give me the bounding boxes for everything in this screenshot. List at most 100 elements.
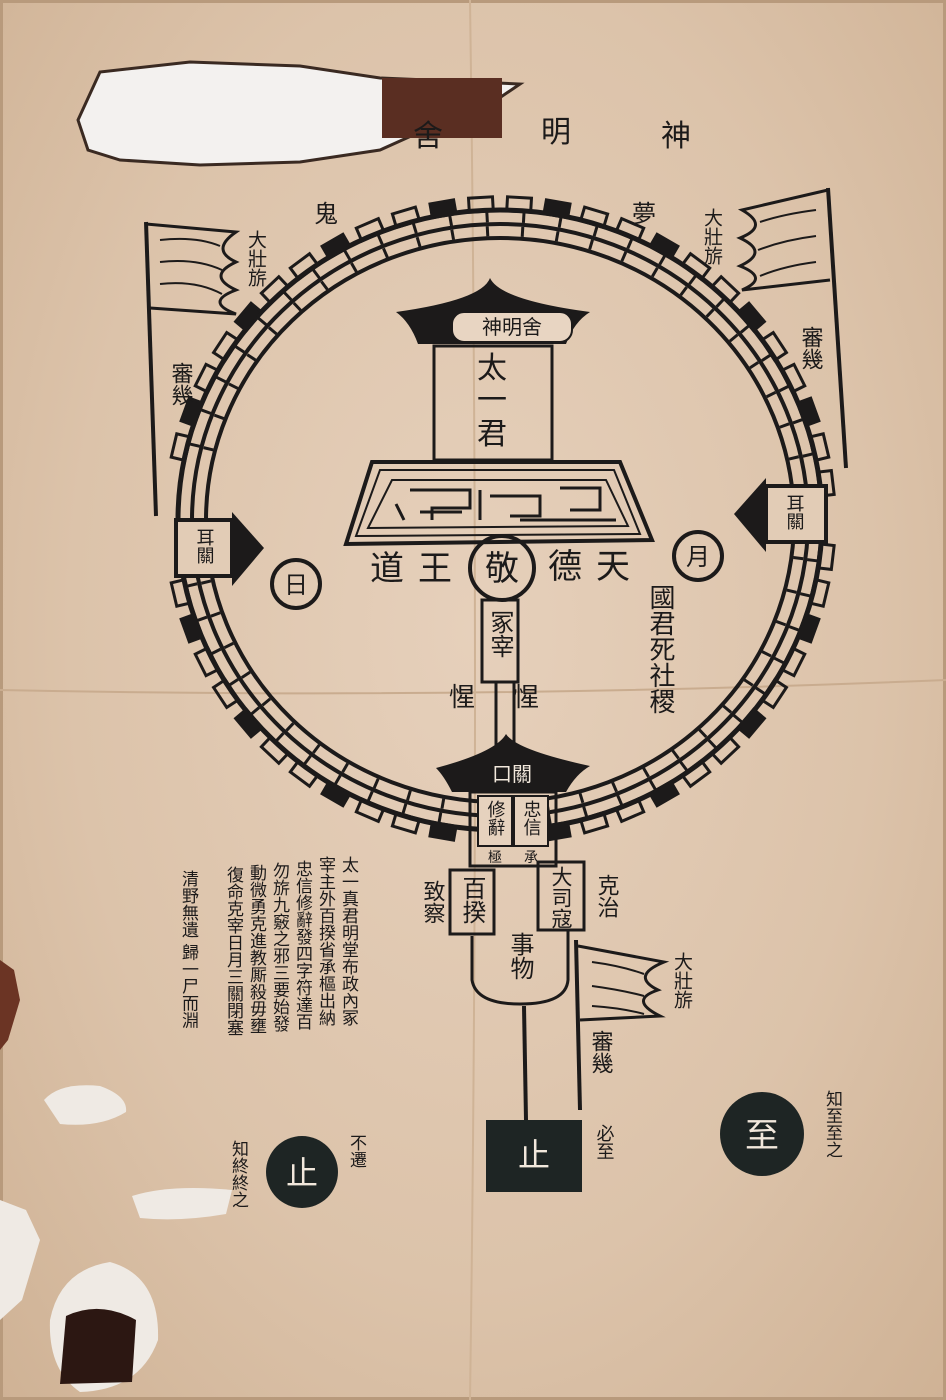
sun-char: 日 xyxy=(284,571,308,599)
officer-left: 百揆 xyxy=(458,876,486,924)
wall-brick-joint xyxy=(200,408,212,415)
wall-brick-joint xyxy=(648,779,657,790)
wall-brick-joint xyxy=(651,267,659,278)
wall-merlon xyxy=(259,274,291,306)
guard-left: 惺 xyxy=(449,683,475,713)
explanatory-text-block: 太一真君明堂布政內冢 宰主外百揆省承樞出納 忠信修辭發四字符達百 勿旂九竅之邪三… xyxy=(178,856,359,1036)
lord-char-3: 君 xyxy=(477,417,507,452)
wall-brick-joint xyxy=(698,728,708,739)
stop-square-label: 止 xyxy=(518,1136,550,1174)
wall-brick-joint xyxy=(257,317,268,326)
wall-brick-joint xyxy=(197,615,208,622)
wall-brick-joint xyxy=(440,798,446,809)
right-gate xyxy=(734,478,828,552)
gate-base-left: 極 xyxy=(488,850,502,866)
wall-merlon xyxy=(354,216,386,243)
wall-brick-joint xyxy=(616,794,624,806)
wall-merlon xyxy=(648,779,680,808)
wall-brick-joint xyxy=(705,308,715,318)
wall-brick-joint xyxy=(275,732,285,742)
wall-merlon xyxy=(179,612,205,644)
wall-brick-joint xyxy=(303,754,312,765)
paper-hole-dark xyxy=(60,1308,136,1384)
wood-behind-tear xyxy=(382,78,502,138)
wall-merlon xyxy=(211,677,241,710)
affairs-vessel xyxy=(470,930,570,1006)
title-char-1: 神 xyxy=(661,119,691,154)
wall-brick-joint xyxy=(228,678,239,687)
right-flag-label: 大壯旂 xyxy=(701,208,723,265)
stop-circle-left-note: 知終終之 xyxy=(228,1140,249,1208)
wall-brick-joint xyxy=(679,286,688,297)
wall-brick-joint xyxy=(215,375,227,384)
wall-brick-joint xyxy=(588,239,594,250)
wall-brick-joint xyxy=(802,452,813,458)
text-column: 復命克宰日月三關閉塞 xyxy=(223,866,244,1036)
wall-merlon xyxy=(807,577,831,608)
text-column: 清野無遺 歸一尸而淵 xyxy=(178,870,199,1028)
reach-circle xyxy=(720,1092,804,1176)
wall-merlon xyxy=(179,396,205,428)
stop-circle-label: 止 xyxy=(286,1154,318,1192)
wall-merlon xyxy=(542,198,572,220)
officer-right-note: 克治 xyxy=(594,874,620,918)
wall-merlon xyxy=(428,198,458,220)
respect-char: 敬 xyxy=(485,549,519,589)
wall-brick-joint xyxy=(366,790,374,802)
officer-box-right xyxy=(536,860,586,932)
reach-circle-label: 至 xyxy=(745,1116,779,1156)
label-ghost: 鬼 xyxy=(314,200,338,228)
wall-brick-joint xyxy=(773,656,785,665)
wall-merlon xyxy=(709,734,741,766)
wall-brick-joint xyxy=(261,697,272,707)
left-flag xyxy=(144,221,241,517)
wall-brick-joint xyxy=(554,231,560,242)
wall-merlon xyxy=(807,432,831,463)
label-dream: 夢 xyxy=(632,200,656,228)
wall-brick-joint xyxy=(203,446,214,452)
state-phrase: 國君死社稷 xyxy=(645,584,675,714)
guard-right: 惺 xyxy=(513,683,539,713)
wall-brick-joint xyxy=(334,774,342,785)
wall-brick-joint xyxy=(210,611,221,618)
stop-square-note: 必至 xyxy=(594,1124,615,1160)
wall-brick-joint xyxy=(671,749,680,760)
wall-merlon xyxy=(288,758,321,789)
wall-brick-joint xyxy=(376,234,384,246)
text-column: 宰主外百揆省承樞出納 xyxy=(315,856,336,1027)
wall-brick-joint xyxy=(578,792,585,804)
wall-merlon xyxy=(211,330,241,363)
wall-merlon xyxy=(233,707,264,739)
wall-merlon xyxy=(709,274,741,306)
stop-circle-right-note: 不遷 xyxy=(346,1134,367,1168)
speech-box: 修辭 xyxy=(485,800,506,836)
title-char-2: 明 xyxy=(541,115,571,150)
wall-brick-joint xyxy=(246,353,257,362)
wall-brick-joint xyxy=(382,247,389,259)
row-left-text: 道王 xyxy=(370,549,466,589)
lower-flag xyxy=(574,939,670,1111)
title-char-3: 舍 xyxy=(413,119,443,154)
wall-merlon xyxy=(736,707,767,739)
wall-brick-joint xyxy=(401,803,408,814)
wall-brick-joint xyxy=(739,324,750,334)
wall-merlon xyxy=(679,251,712,282)
wall-brick-joint xyxy=(778,385,789,393)
minister-label: 冢宰 xyxy=(486,610,514,658)
wall-merlon xyxy=(648,232,680,261)
paper-hole xyxy=(44,1085,127,1125)
wall-brick-joint xyxy=(406,790,412,801)
wall-merlon xyxy=(466,195,495,214)
wall-brick-joint xyxy=(749,361,760,370)
wall-brick-joint xyxy=(592,226,599,237)
paper-edge-tear xyxy=(0,1200,40,1320)
mouth-gate xyxy=(436,734,590,868)
minister-column xyxy=(480,598,520,684)
officer-box-left xyxy=(448,868,496,936)
wall-brick-joint xyxy=(715,298,725,308)
officer-left-note: 致察 xyxy=(420,880,446,924)
wall-brick-joint xyxy=(722,704,733,714)
wall-brick-joint xyxy=(350,262,358,273)
hall-platform xyxy=(343,460,655,547)
